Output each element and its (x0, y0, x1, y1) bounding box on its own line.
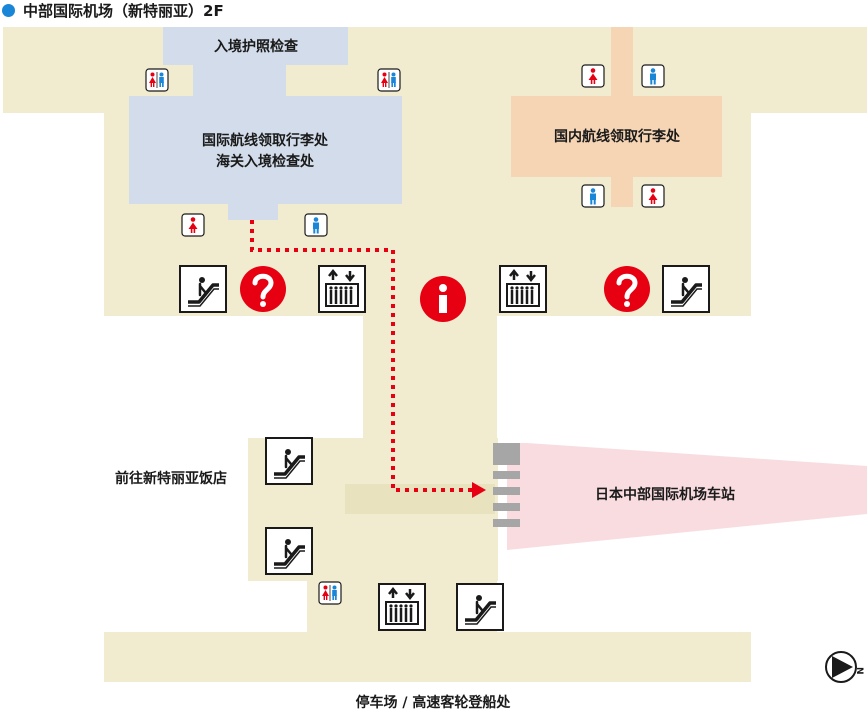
elevator-icon (498, 264, 548, 314)
escalator-icon (264, 526, 314, 576)
escalator-icon (455, 582, 505, 632)
escalator-icon (264, 436, 314, 486)
escalator-icon (661, 264, 711, 314)
route-arrowhead (472, 482, 486, 498)
male-restroom-icon (304, 213, 328, 237)
restroom-icon (145, 68, 169, 92)
immigration-label: 入境护照检查 (214, 39, 298, 55)
customs-label: 海关入境检查处 (216, 154, 314, 170)
question-icon (240, 266, 286, 312)
domestic-baggage-area (511, 27, 722, 207)
title-bullet-icon (2, 3, 15, 17)
parking-ferry-label: 停车场 / 高速客轮登船处 (355, 695, 511, 711)
elevator-icon (317, 264, 367, 314)
hotel-label: 前往新特丽亚饭店 (115, 471, 227, 487)
station-area (507, 443, 867, 550)
restroom-icon (318, 581, 342, 605)
female-restroom-icon (581, 64, 605, 88)
international-arrival-area (129, 27, 402, 220)
domestic-baggage-label: 国内航线领取行李处 (554, 129, 680, 145)
information-icon (420, 276, 466, 322)
female-restroom-icon (181, 213, 205, 237)
station-label: 日本中部国际机场车站 (595, 487, 735, 503)
map-title-text: 中部国际机场（新特丽亚）2F (23, 1, 224, 20)
map-title: 中部国际机场（新特丽亚）2F (2, 0, 224, 20)
north-arrow-icon (825, 651, 857, 683)
walking-route (250, 220, 474, 492)
north-label: N (854, 667, 864, 675)
elevator-icon (377, 582, 427, 632)
question-icon (604, 266, 650, 312)
male-restroom-icon (581, 184, 605, 208)
female-restroom-icon (641, 184, 665, 208)
male-restroom-icon (641, 64, 665, 88)
intl-baggage-label: 国际航线领取行李处 (202, 133, 328, 149)
platform-stairs (493, 443, 520, 527)
restroom-icon (377, 68, 401, 92)
escalator-icon (178, 264, 228, 314)
